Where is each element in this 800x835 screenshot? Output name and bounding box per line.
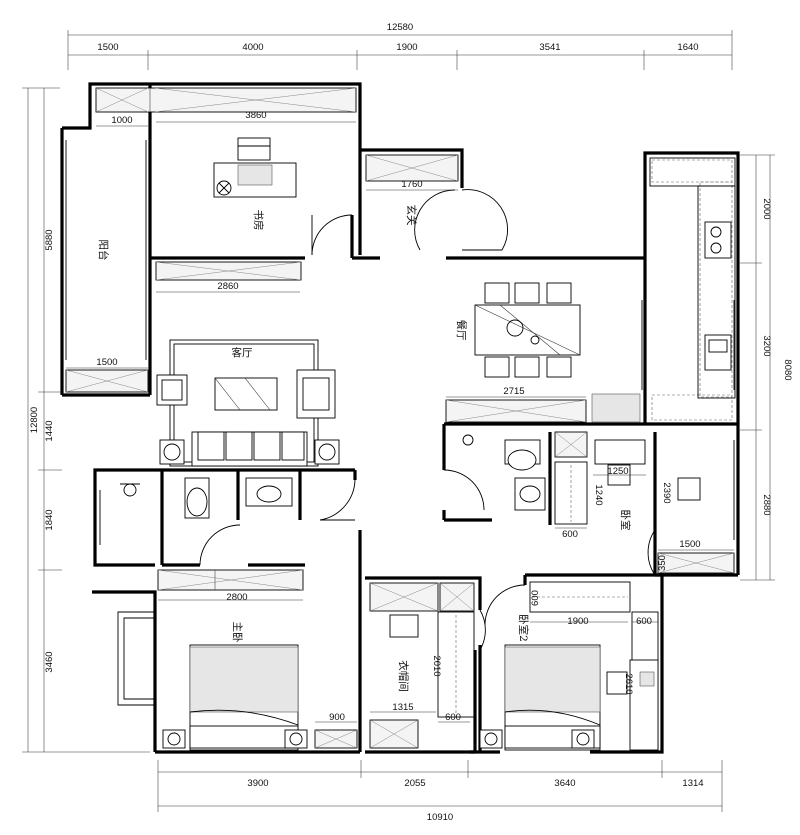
dim-top-1: 1500: [97, 42, 118, 53]
room-balcony: 阳台: [97, 240, 110, 261]
dim-top-4: 3541: [539, 42, 560, 53]
dim-350: 350: [657, 555, 668, 571]
dim-2800: 2800: [226, 592, 247, 603]
dim-left-3: 1840: [44, 509, 55, 530]
room-dining: 餐厅: [455, 320, 468, 341]
dim-1000: 1000: [111, 115, 132, 126]
dim-right-2: 3200: [761, 335, 772, 356]
dim-1760: 1760: [401, 179, 422, 190]
windows: [65, 140, 735, 545]
dim-bottom-2: 2055: [404, 778, 425, 789]
dim-left-2: 1440: [44, 420, 55, 441]
dim-right-1: 2000: [761, 198, 772, 219]
room-living: 客厅: [232, 346, 253, 359]
dim-2390: 2390: [661, 482, 672, 503]
dim-1250: 1250: [607, 466, 628, 477]
dim-top-2: 4000: [242, 42, 263, 53]
dim-right-total: 8080: [782, 359, 793, 380]
room-closet: 衣帽间: [397, 660, 410, 692]
room-labels: 书房 阳台 玄关 餐厅 客厅 卧室 主卧 衣帽间 卧室2: [97, 205, 632, 692]
dim-600a: 600: [562, 529, 578, 540]
dim-1500a: 1500: [96, 357, 117, 368]
dim-2715: 2715: [503, 386, 524, 397]
furniture: [120, 137, 732, 751]
room-bedroom: 卧室: [619, 510, 632, 531]
dimension-lines: 12580 1500 4000 1900 3541 1640 3900 2055…: [22, 22, 793, 823]
doors: [199, 189, 656, 651]
dim-600c: 600: [636, 616, 652, 627]
dim-3860: 3860: [245, 110, 266, 121]
dim-600b: 600: [530, 590, 541, 606]
dim-top-3: 1900: [396, 42, 417, 53]
dim-left-4: 3460: [44, 651, 55, 672]
room-entrance: 玄关: [405, 205, 418, 226]
room-bedroom2: 卧室2: [517, 614, 530, 642]
dim-bottom-4: 1314: [682, 778, 703, 789]
dim-1315: 1315: [392, 702, 413, 713]
dim-top-total: 12580: [387, 22, 413, 33]
dim-2610: 2610: [623, 673, 634, 694]
dim-600d: 600: [445, 712, 461, 723]
dim-1500b: 1500: [679, 539, 700, 550]
dim-bottom-3: 3640: [554, 778, 575, 789]
dim-1900: 1900: [567, 616, 588, 627]
dim-bottom-1: 3900: [247, 778, 268, 789]
dim-left-1: 5880: [44, 229, 55, 250]
inner-dimensions: 1000 3860 1760 2860 1500 2715 1250 1240 …: [66, 110, 734, 723]
dim-bottom-total: 10910: [427, 812, 453, 823]
dim-2010: 2010: [431, 655, 442, 676]
dim-900: 900: [329, 712, 345, 723]
dim-left-total: 12800: [29, 407, 40, 433]
room-study: 书房: [252, 210, 265, 231]
room-master: 主卧: [231, 622, 244, 643]
dim-1240: 1240: [593, 484, 604, 505]
dim-top-5: 1640: [677, 42, 698, 53]
walls: [60, 82, 740, 754]
dim-2860: 2860: [217, 281, 238, 292]
dim-right-3: 2880: [761, 494, 772, 515]
cabinets: [65, 87, 736, 749]
